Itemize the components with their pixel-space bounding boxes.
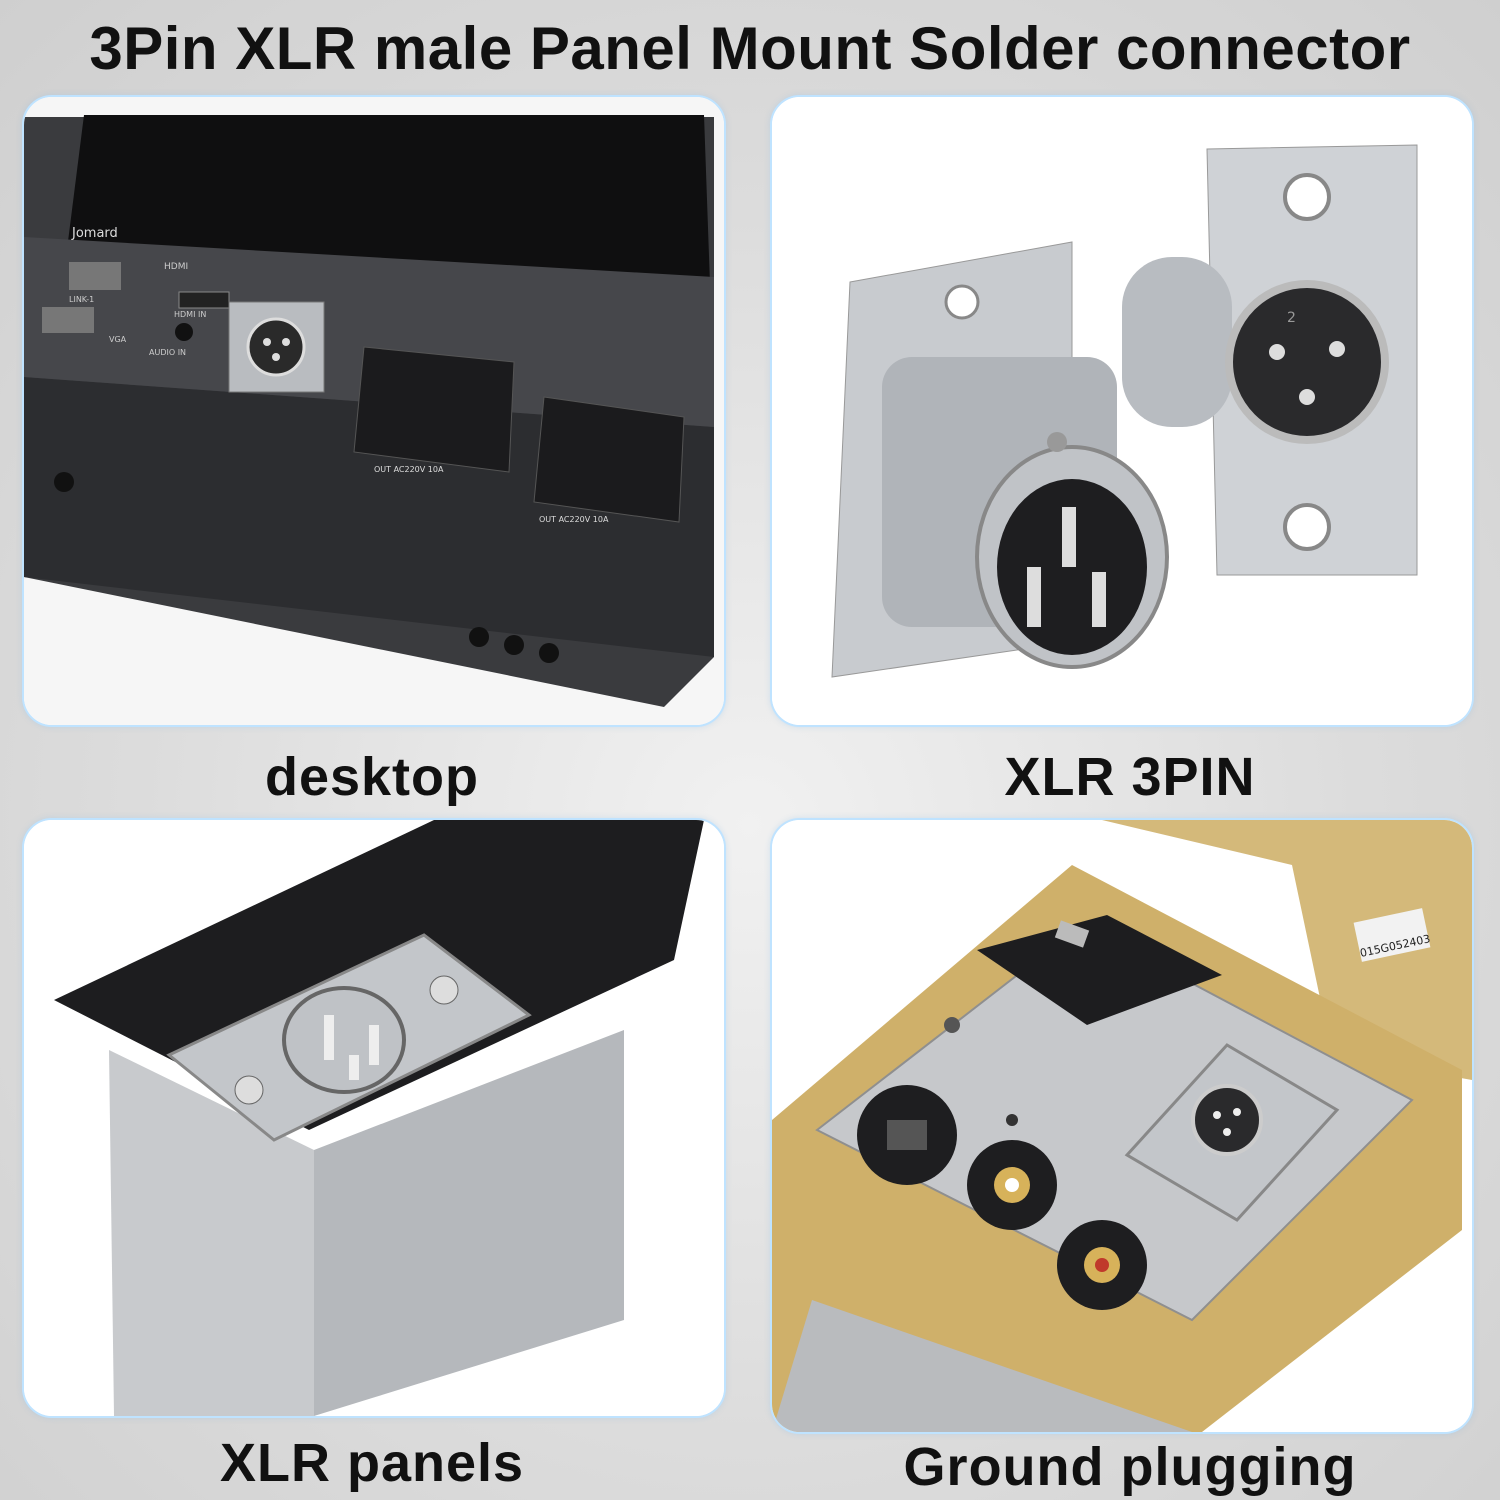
xlr-connectors-illustration: 2 <box>772 97 1472 725</box>
outlet-label-1: OUT AC220V 10A <box>374 465 444 474</box>
audio-jack <box>175 323 193 341</box>
rj45-port <box>69 262 121 290</box>
xlr-panels-photo <box>22 818 726 1418</box>
pin-number-label: 2 <box>1287 310 1296 326</box>
ac-socket <box>977 915 1222 1025</box>
page-title: 3Pin XLR male Panel Mount Solder connect… <box>89 15 1411 82</box>
port-label-hdmi-in: HDMI IN <box>174 310 206 319</box>
barcode-sticker <box>1353 908 1431 962</box>
xlr-socket <box>282 986 406 1094</box>
port-label-audio-in: AUDIO IN <box>149 348 186 357</box>
xlr-socket <box>1191 1084 1263 1156</box>
xlr-panel-box-illustration <box>24 820 724 1416</box>
hdmi-port <box>178 291 230 309</box>
caption-xlr-3pin: XLR 3PIN <box>1004 747 1256 807</box>
ac-outlet-2 <box>533 396 685 523</box>
vga-port <box>42 307 94 333</box>
caption-desktop: desktop <box>264 747 480 807</box>
xlr-3pin-photo: 2 <box>770 95 1474 727</box>
desktop-socket-illustration: Jomard HDMI HDMI IN LINK-1 VGA AUDIO IN … <box>24 97 724 725</box>
port-label-vga: VGA <box>109 335 127 344</box>
ground-plugging-photo: 015G052403 <box>770 818 1474 1434</box>
gold-lid <box>1102 820 1472 1080</box>
port-label-hdmi: HDMI <box>164 262 188 272</box>
floor-box-illustration: 015G052403 <box>772 820 1472 1432</box>
desktop-photo: Jomard HDMI HDMI IN LINK-1 VGA AUDIO IN … <box>22 95 726 727</box>
port-label-link: LINK-1 <box>69 295 94 304</box>
caption-xlr-panels: XLR panels <box>219 1433 525 1493</box>
xlr-socket-face <box>1225 280 1389 444</box>
brand-label: Jomard <box>71 226 118 241</box>
caption-ground-plugging: Ground plugging <box>903 1437 1357 1497</box>
ac-outlet-1 <box>353 346 515 473</box>
outlet-label-2: OUT AC220V 10A <box>539 515 609 524</box>
